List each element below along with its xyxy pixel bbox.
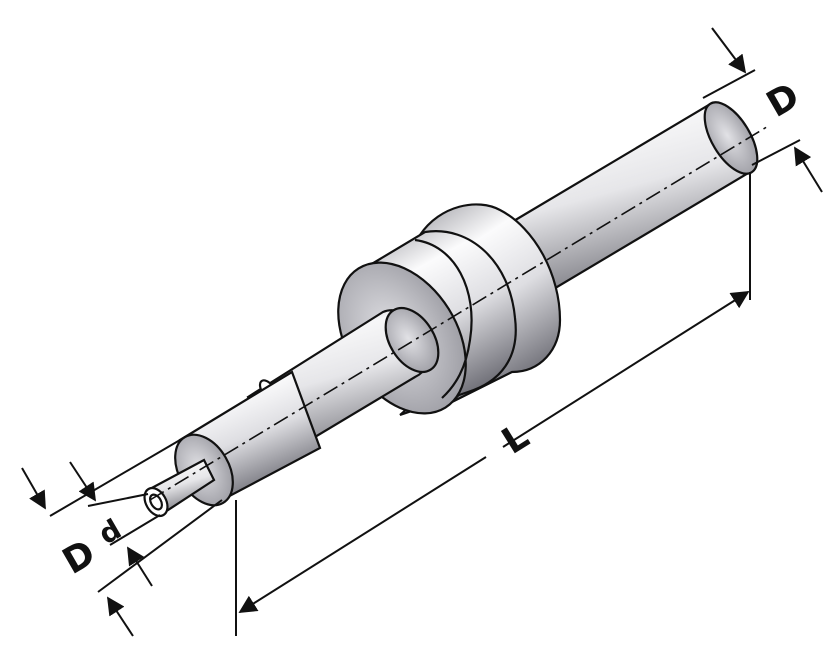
shank — [510, 101, 759, 292]
collar-body — [337, 203, 562, 417]
sleeve-diameter-label: D — [56, 532, 102, 582]
center-axis — [149, 124, 771, 501]
shank-diameter-label: D — [760, 75, 806, 125]
tip-diameter-label: d — [93, 512, 127, 551]
length-label: L — [495, 416, 536, 463]
